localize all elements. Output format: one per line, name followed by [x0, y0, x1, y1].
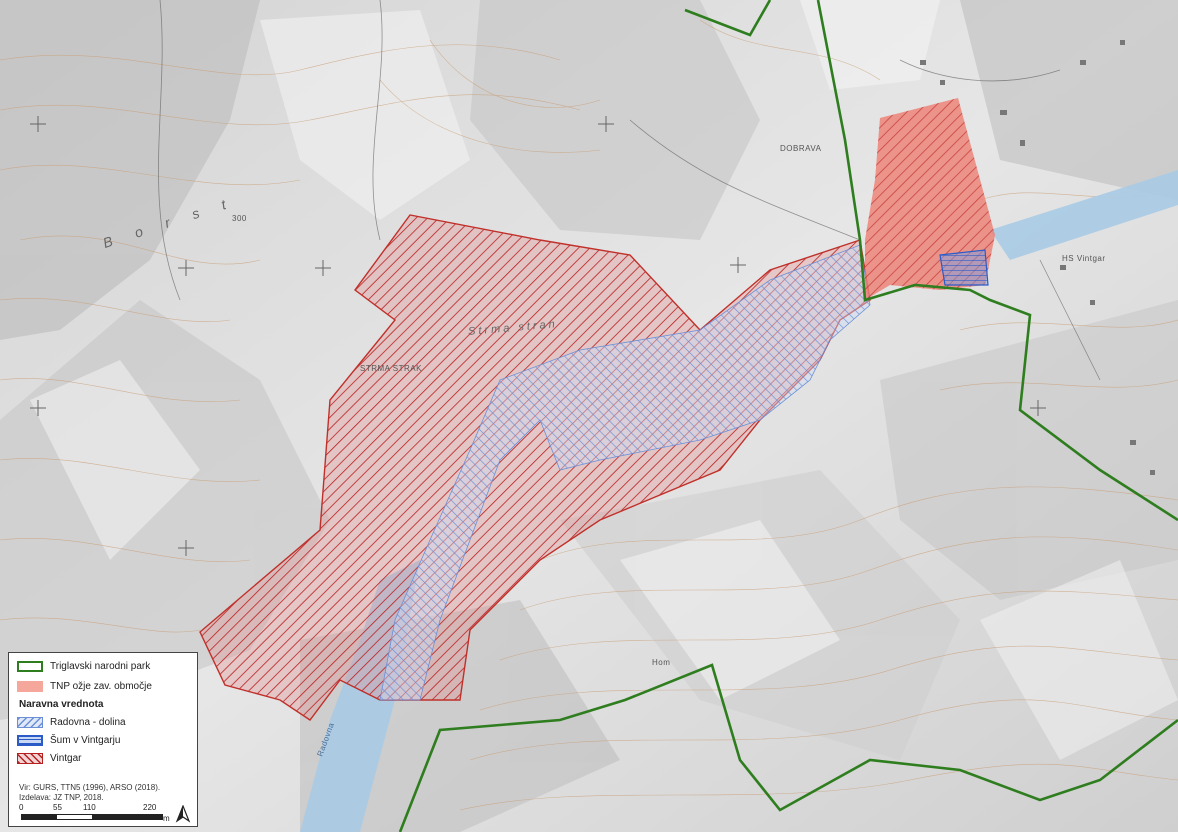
scale-unit: m [163, 814, 170, 823]
source-line-1: Vir: GURS, TTN5 (1996), ARSO (2018). [19, 783, 161, 792]
legend-item-radovna: Radovna - dolina [17, 715, 126, 729]
legend-heading: Naravna vrednota [19, 699, 104, 710]
paths [158, 0, 1101, 381]
scale-bar-graphic [21, 814, 163, 820]
legend-label: Šum v Vintgarju [50, 734, 121, 746]
legend-swatch-sum [17, 734, 43, 746]
buildings [920, 40, 1155, 475]
scale-tick: 220 [143, 803, 157, 812]
radovna-area [379, 244, 871, 701]
legend-label: Radovna - dolina [50, 716, 126, 728]
label-hs-vintgar: HS Vintgar [1062, 254, 1106, 263]
source-line-2: Izdelava: JZ TNP, 2018. [19, 793, 104, 802]
grid-crosses [30, 116, 1046, 556]
label-strma-strak: STRMA STRAK [360, 364, 422, 373]
scale-tick: 110 [83, 803, 96, 812]
legend-item-vintgar: Vintgar [17, 751, 82, 765]
scale-tick: 55 [53, 803, 62, 812]
scale-bar: 0 55 110 220 m [13, 803, 193, 825]
hillshade-highlights [30, 0, 1178, 760]
label-elevation: 300 [232, 214, 247, 223]
map-legend: Triglavski narodni park TNP ožje zav. ob… [8, 652, 198, 827]
legend-label: TNP ožje zav. območje [50, 680, 152, 692]
tnp-boundary [398, 0, 1178, 832]
legend-label: Triglavski narodni park [50, 660, 151, 672]
sum-area [939, 249, 989, 286]
legend-item-tnp-core: TNP ožje zav. območje [17, 679, 152, 693]
legend-swatch-tnp [17, 660, 43, 672]
label-hom: Hom [652, 658, 671, 667]
legend-item-tnp: Triglavski narodni park [17, 659, 150, 673]
north-arrow-icon [175, 805, 191, 823]
legend-label: Vintgar [50, 752, 82, 764]
legend-swatch-vintgar [17, 752, 43, 764]
legend-item-sum: Šum v Vintgarju [17, 733, 120, 747]
legend-swatch-tnp-core [17, 680, 43, 692]
label-dobrava: DOBRAVA [780, 144, 822, 153]
scale-tick: 0 [19, 803, 24, 812]
legend-swatch-radovna [17, 716, 43, 728]
